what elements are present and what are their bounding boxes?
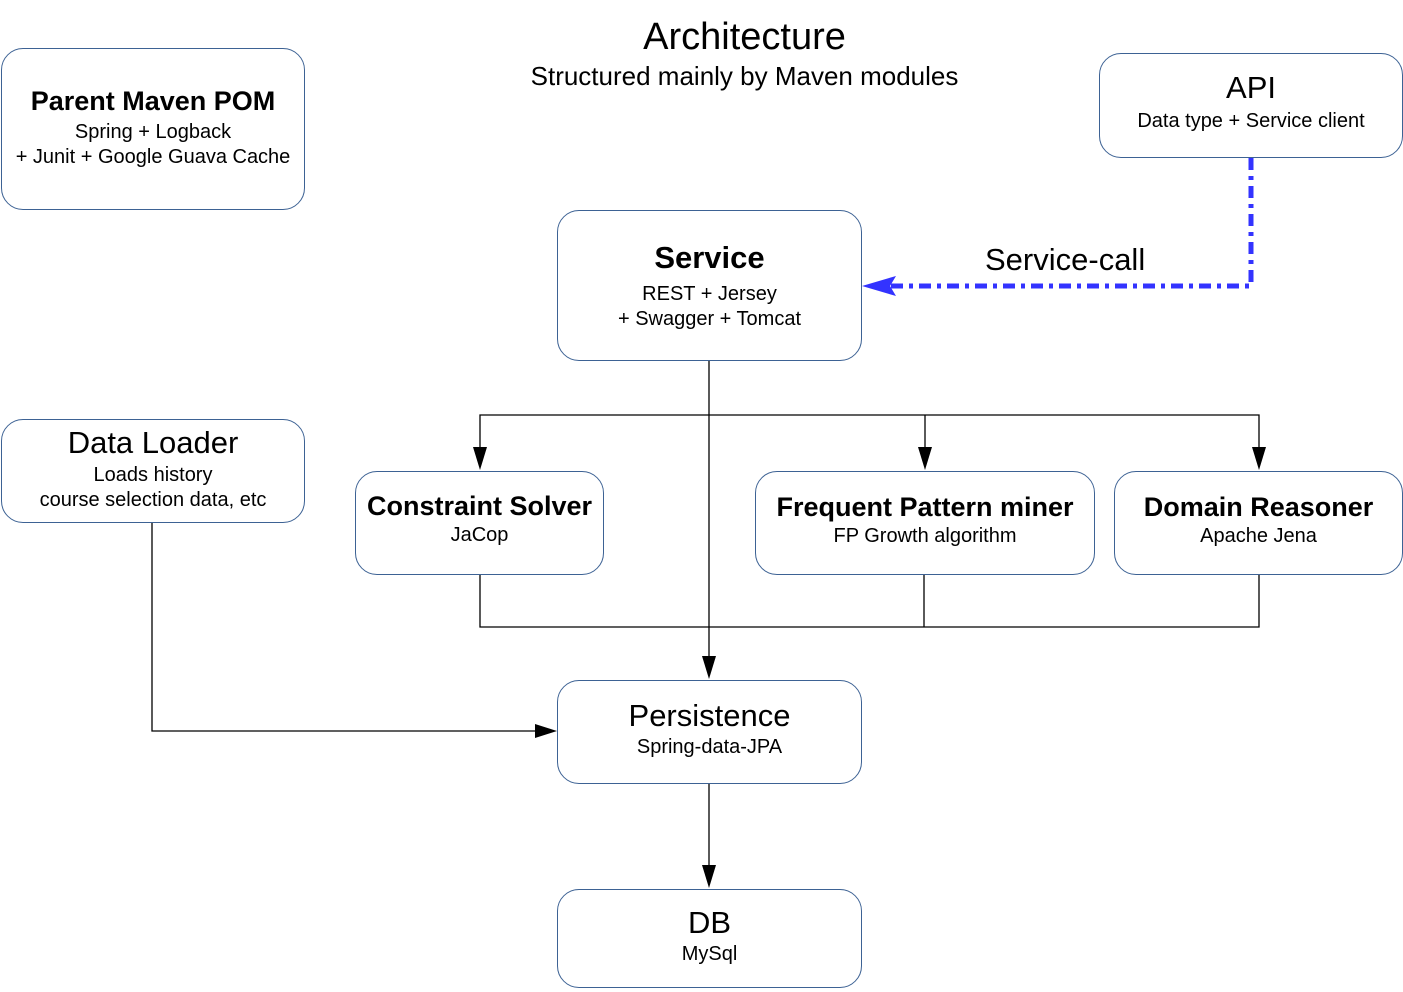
data-loader-to-persistence-edge: [151, 522, 545, 732]
service-call-arrowhead: [862, 276, 896, 296]
constraint-solver-line-1: JaCop: [450, 524, 509, 546]
db-arrowhead: [702, 865, 716, 888]
persistence-line-1: Spring-data-JPA: [636, 736, 783, 758]
constraint-solver-title: Constraint Solver: [366, 491, 593, 521]
service-call-edge: [886, 158, 1254, 289]
fp-miner-arrowhead: [918, 447, 932, 470]
fanout-bus: [479, 414, 1260, 455]
data-loader-title: Data Loader: [67, 425, 239, 460]
api-title: API: [1226, 70, 1276, 105]
service-line-2: + Swagger + Tomcat: [617, 308, 802, 330]
parent-pom-node: Parent Maven POM Spring + Logback + Juni…: [1, 48, 305, 210]
api-node: API Data type + Service client: [1099, 53, 1403, 158]
service-line-1: REST + Jersey: [642, 283, 777, 305]
db-node: DB MySql: [557, 889, 862, 988]
merge-bus: [479, 574, 1260, 628]
fp-miner-node: Frequent Pattern miner FP Growth algorit…: [755, 471, 1095, 575]
data-loader-arrowhead: [535, 724, 557, 738]
data-loader-line-2: course selection data, etc: [39, 489, 267, 511]
domain-reasoner-line-1: Apache Jena: [1200, 525, 1317, 547]
data-loader-node: Data Loader Loads history course selecti…: [1, 419, 305, 523]
diagram-title: Architecture: [643, 16, 846, 58]
service-call-label: Service-call: [985, 242, 1146, 277]
constraint-solver-arrowhead: [473, 447, 487, 470]
fp-miner-title: Frequent Pattern miner: [776, 492, 1074, 522]
parent-pom-line-2: + Junit + Google Guava Cache: [15, 146, 291, 168]
diagram-subtitle: Structured mainly by Maven modules: [530, 61, 959, 91]
api-line-1: Data type + Service client: [1137, 110, 1365, 132]
data-loader-line-1: Loads history: [93, 464, 213, 486]
constraint-solver-node: Constraint Solver JaCop: [355, 471, 604, 575]
persistence-arrowhead-top: [702, 656, 716, 679]
parent-pom-title: Parent Maven POM: [30, 86, 276, 116]
parent-pom-line-1: Spring + Logback: [74, 121, 232, 143]
domain-reasoner-node: Domain Reasoner Apache Jena: [1114, 471, 1403, 575]
domain-reasoner-arrowhead: [1252, 447, 1266, 470]
fp-miner-line-1: FP Growth algorithm: [833, 525, 1017, 547]
service-title: Service: [654, 240, 765, 275]
persistence-title: Persistence: [628, 698, 791, 733]
domain-reasoner-title: Domain Reasoner: [1143, 492, 1374, 522]
persistence-node: Persistence Spring-data-JPA: [557, 680, 862, 784]
db-line-1: MySql: [681, 943, 738, 965]
db-title: DB: [687, 905, 732, 940]
service-node: Service REST + Jersey + Swagger + Tomcat: [557, 210, 862, 361]
